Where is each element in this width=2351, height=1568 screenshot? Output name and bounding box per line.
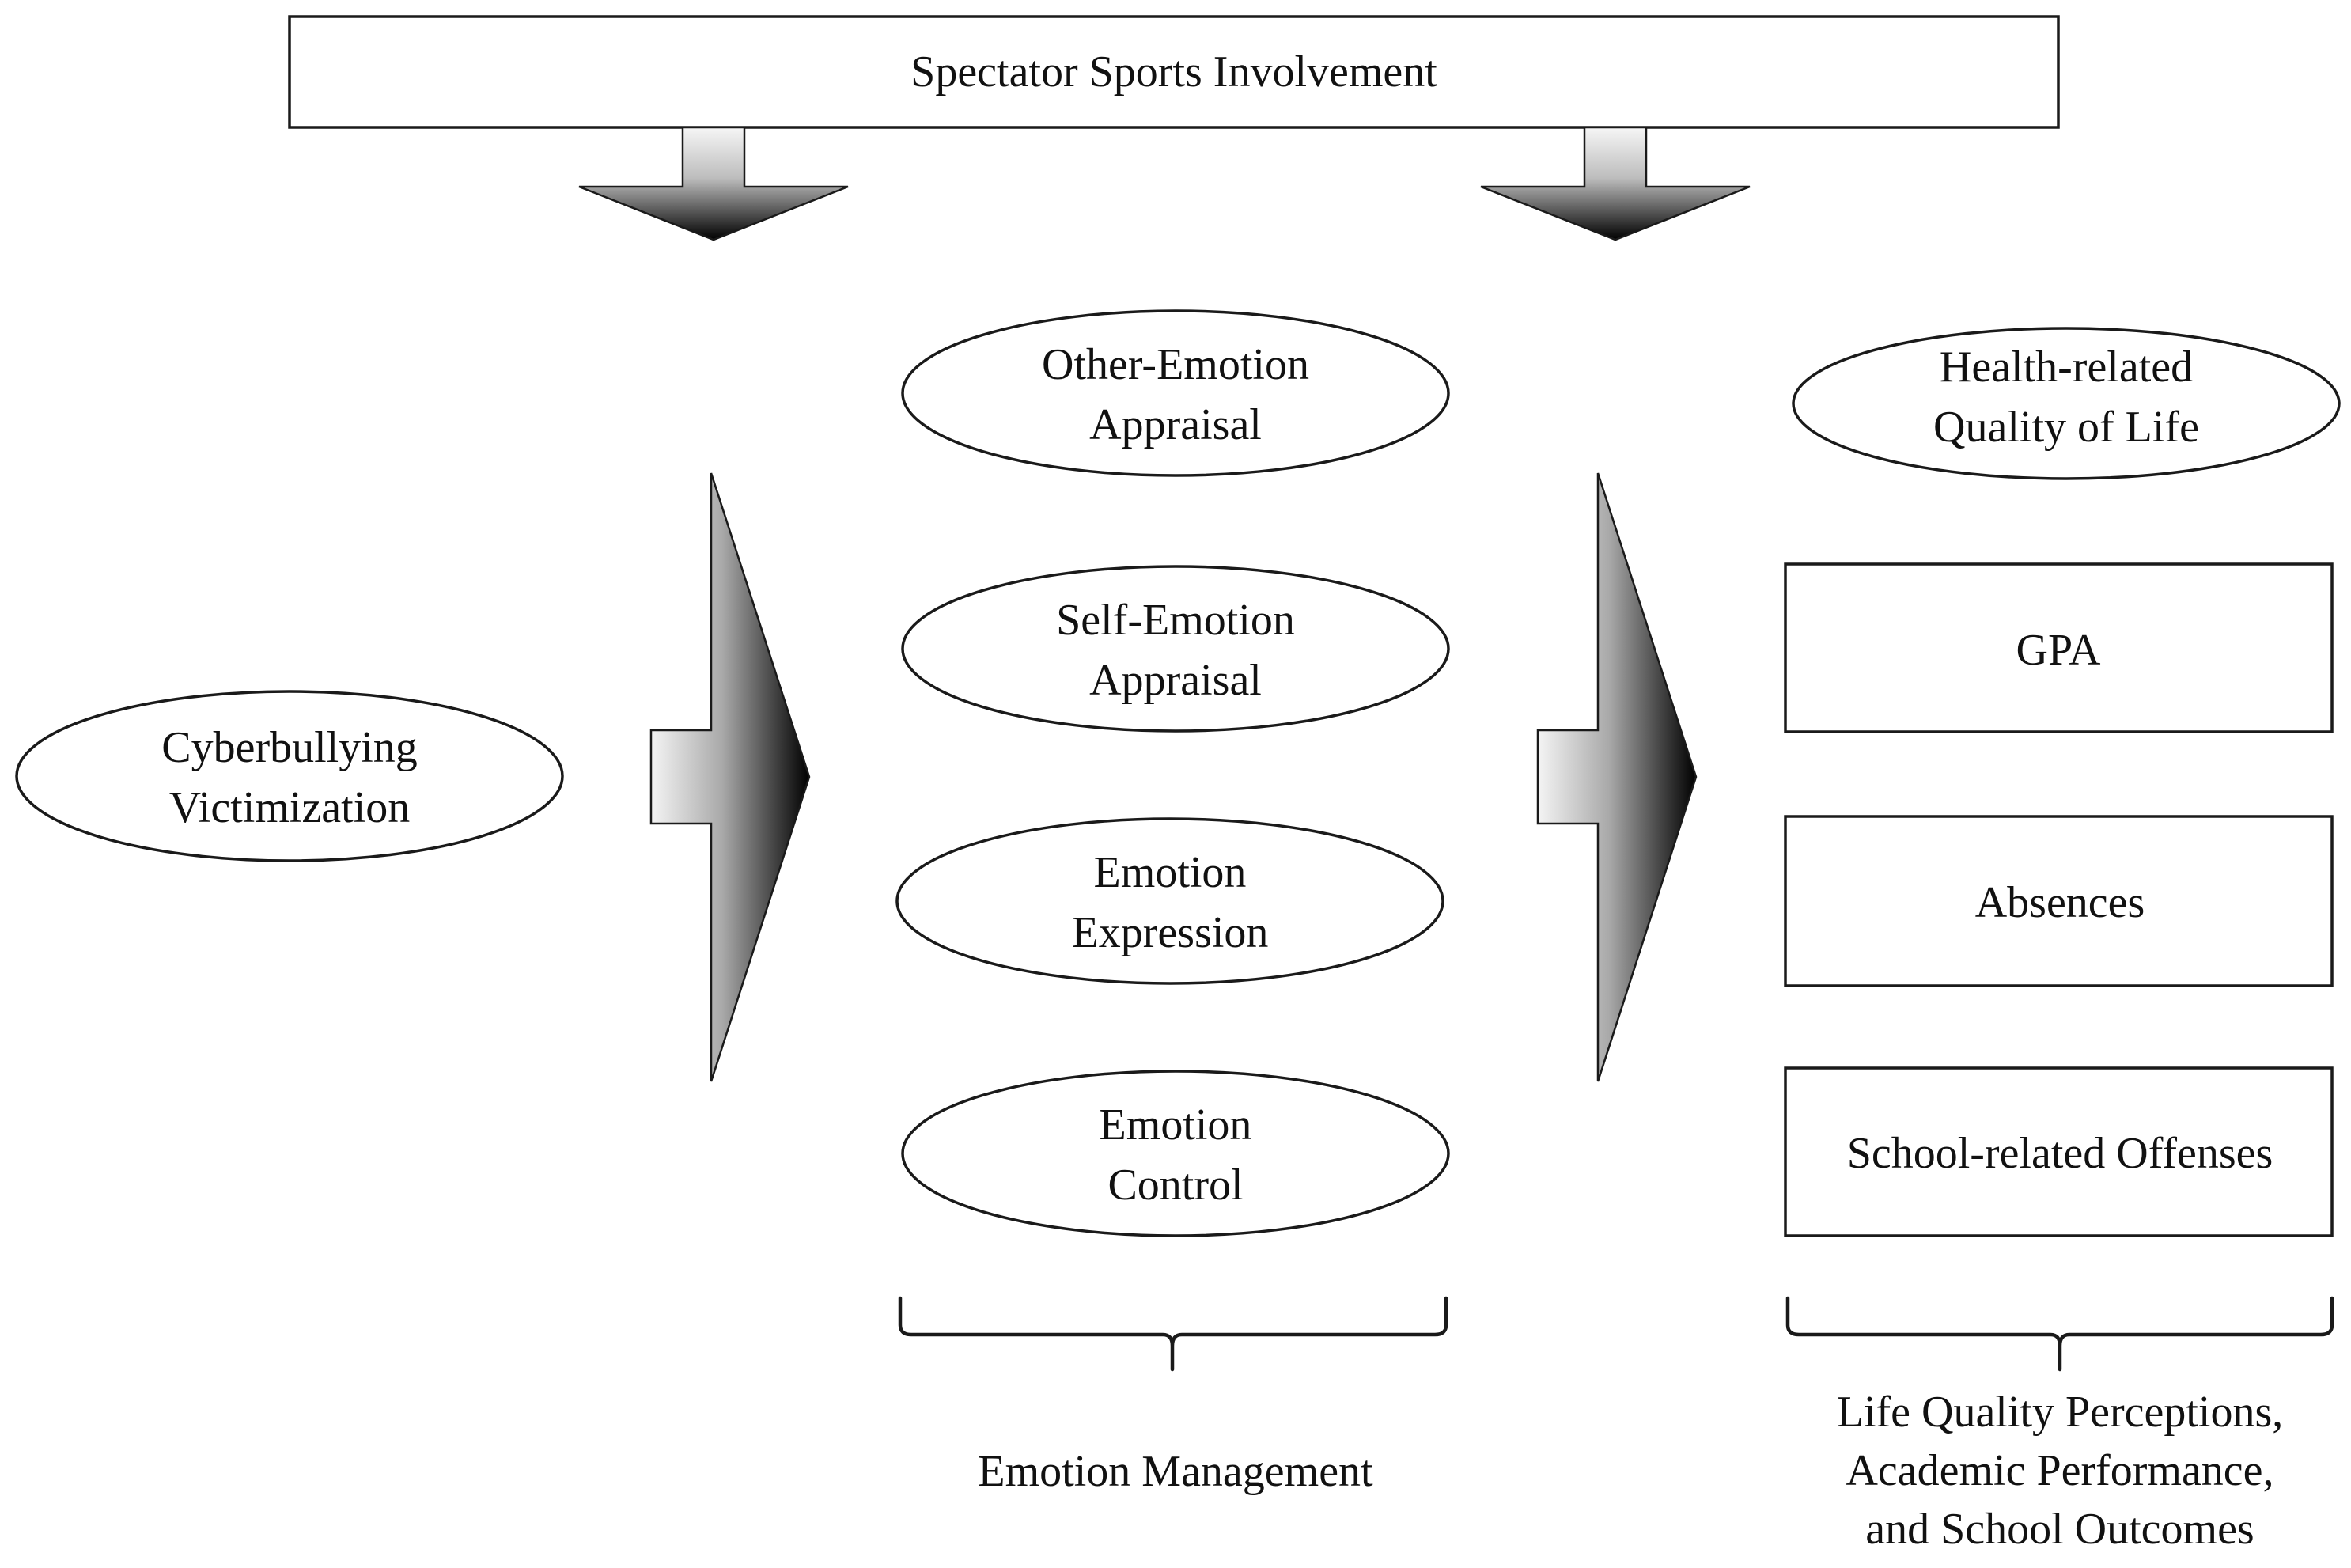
emotion-expression-node: Emotion Expression — [895, 817, 1444, 985]
self-emotion-appraisal-label-line2: Appraisal — [1089, 656, 1262, 705]
self-emotion-appraisal-node: Self-Emotion Appraisal — [901, 565, 1450, 733]
spectator-sports-involvement-label: Spectator Sports Involvement — [910, 47, 1437, 97]
school-related-offenses-box: School-related Offenses — [1784, 1066, 2334, 1237]
gpa-label: GPA — [2016, 626, 2101, 675]
outcomes-group-label-line3: and School Outcomes — [1865, 1505, 2254, 1554]
cyberbullying-victimization-label: Cyberbullying — [161, 723, 418, 772]
school-related-offenses-label: School-related Offenses — [1847, 1129, 2273, 1178]
other-emotion-appraisal-label: Other-Emotion — [1042, 340, 1309, 389]
spectator-sports-involvement-box: Spectator Sports Involvement — [288, 15, 2060, 129]
other-emotion-appraisal-node: Other-Emotion Appraisal — [901, 309, 1450, 477]
outcomes-brace — [1785, 1296, 2334, 1372]
self-emotion-appraisal-label: Self-Emotion — [1056, 596, 1295, 645]
right-arrow-to-emotion-management — [649, 472, 811, 1082]
emotion-control-node: Emotion Control — [901, 1070, 1450, 1237]
cyberbullying-victimization-label-line2: Victimization — [169, 783, 411, 832]
emotion-control-label: Emotion — [1100, 1100, 1252, 1149]
right-arrow-to-outcomes — [1536, 472, 1698, 1082]
other-emotion-appraisal-label-line2: Appraisal — [1089, 400, 1262, 449]
absences-label: Absences — [1975, 878, 2145, 927]
health-related-quality-of-life-label: Health-related — [1940, 343, 2193, 392]
emotion-management-group-label: Emotion Management — [978, 1447, 1373, 1496]
outcomes-group-label-line2: Academic Performance, — [1846, 1446, 2273, 1495]
absences-box: Absences — [1784, 815, 2334, 987]
outcomes-group-label: Life Quality Perceptions, — [1837, 1388, 2284, 1437]
cyberbullying-victimization-node: Cyberbullying Victimization — [15, 690, 564, 862]
gpa-box: GPA — [1784, 562, 2334, 733]
emotion-expression-label: Emotion — [1094, 848, 1247, 897]
health-related-quality-of-life-label-line2: Quality of Life — [1933, 403, 2199, 452]
health-related-quality-of-life-node: Health-related Quality of Life — [1792, 327, 2341, 480]
emotion-control-label-line2: Control — [1107, 1161, 1243, 1210]
emotion-expression-label-line2: Expression — [1072, 908, 1269, 957]
emotion-management-brace — [898, 1296, 1448, 1372]
down-arrow-right — [1480, 126, 1751, 241]
down-arrow-left — [578, 126, 849, 241]
